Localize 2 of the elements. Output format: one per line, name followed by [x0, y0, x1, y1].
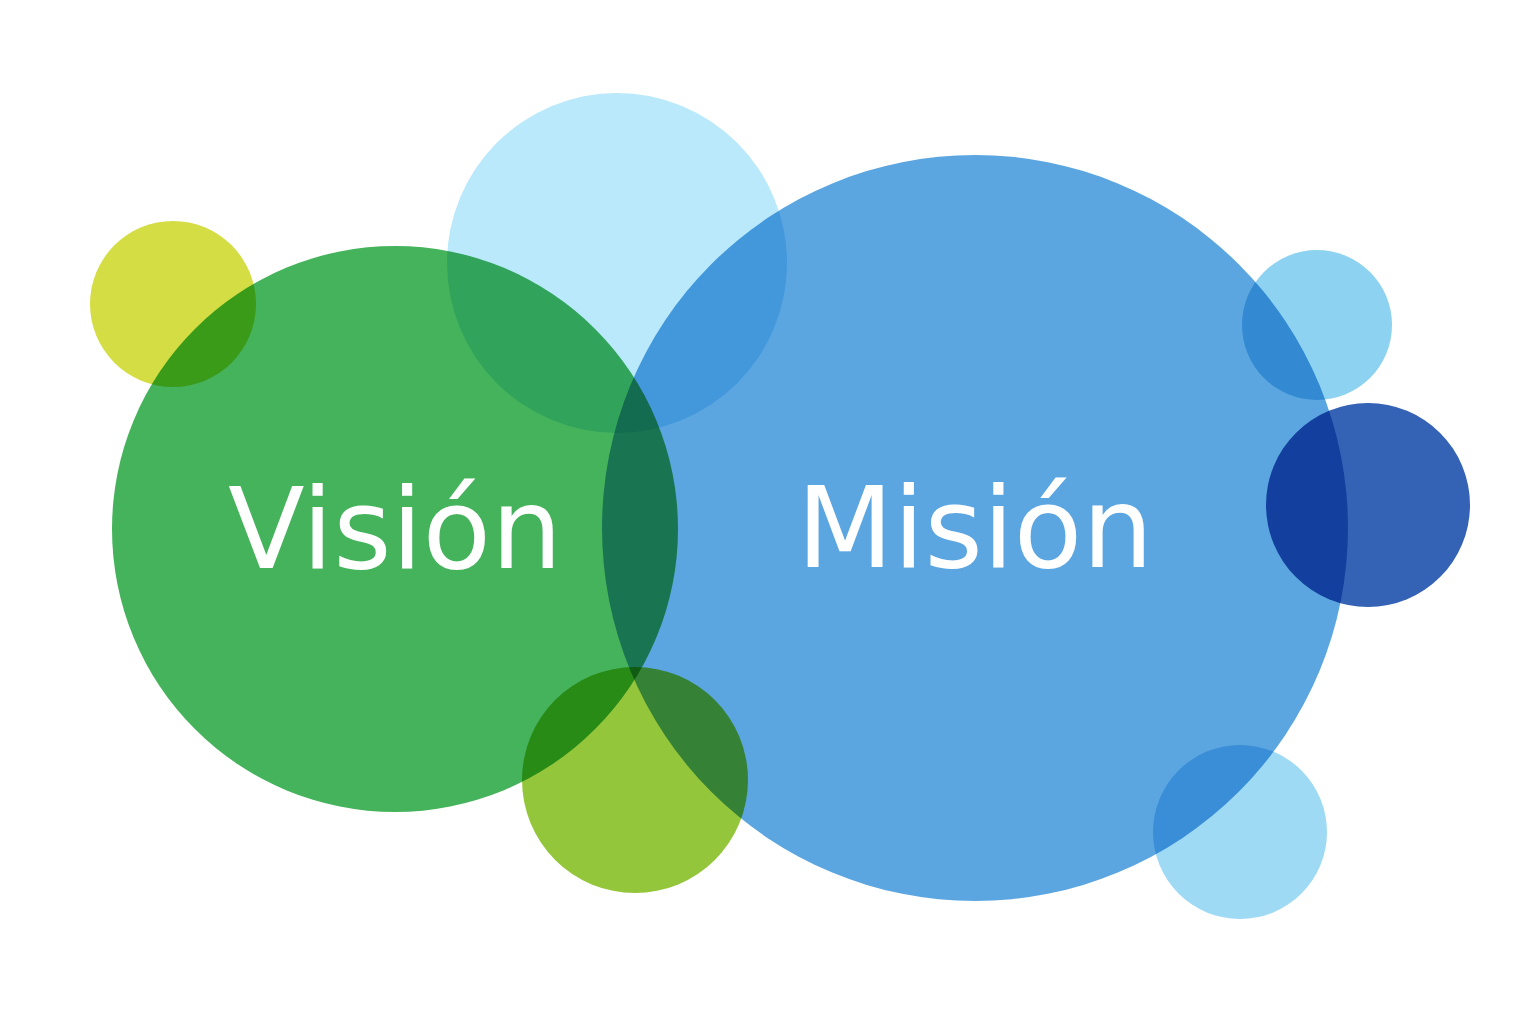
circle-title: Misión	[795, 462, 1155, 595]
circle-title: Visión	[226, 463, 564, 596]
